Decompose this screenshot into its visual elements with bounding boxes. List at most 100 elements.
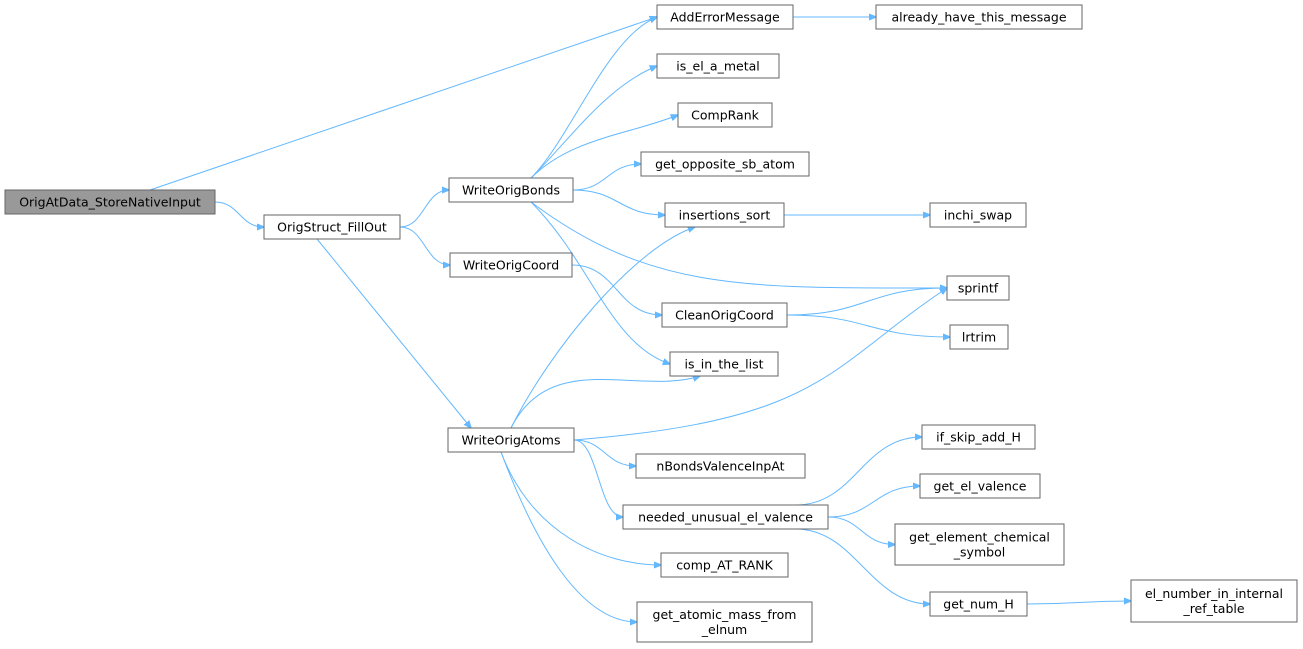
edge-line-atoms-to-inlist — [510, 376, 700, 429]
node-box-skipaddh[interactable] — [921, 424, 1036, 450]
node-box-adderr[interactable] — [656, 4, 794, 30]
edge-line-unusual-to-chemsym — [827, 516, 895, 545]
node-label-mass-0: get_atomic_mass_from — [653, 607, 797, 622]
edge-line-fillout-to-bonds — [399, 190, 449, 228]
node-label-chemsym-0: get_element_chemical — [909, 530, 1050, 545]
node-clean[interactable]: CleanOrigCoord — [661, 302, 788, 328]
edge-line-unusual-to-skipaddh — [795, 437, 923, 506]
node-box-elnum[interactable] — [1130, 579, 1298, 623]
node-coord[interactable]: WriteOrigCoord — [449, 252, 573, 278]
node-atoms[interactable]: WriteOrigAtoms — [447, 427, 575, 453]
node-elnum[interactable]: el_number_in_internal_ref_table — [1130, 579, 1298, 623]
edge-unusual-to-numh — [795, 528, 931, 604]
edge-atoms-to-unusual — [573, 439, 623, 517]
node-box-already[interactable] — [875, 4, 1083, 30]
node-label-atoms: WriteOrigAtoms — [462, 433, 561, 448]
edge-line-atoms-to-sprintf — [573, 288, 947, 441]
edge-bonds-to-sprintf — [530, 201, 947, 288]
node-box-bonds[interactable] — [448, 177, 574, 203]
node-ismetal[interactable]: is_el_a_metal — [656, 53, 780, 79]
edge-fillout-to-coord — [399, 226, 450, 265]
node-label-clean: CleanOrigCoord — [675, 308, 774, 323]
node-box-elval[interactable] — [919, 473, 1041, 499]
node-swap[interactable]: inchi_swap — [929, 202, 1027, 228]
node-box-swap[interactable] — [929, 202, 1027, 228]
node-box-clean[interactable] — [661, 302, 788, 328]
edge-line-root-to-fillout — [214, 201, 264, 227]
node-box-ismetal[interactable] — [656, 53, 780, 79]
node-label-adderr: AddErrorMessage — [670, 10, 780, 25]
node-label-sprintf: sprintf — [958, 281, 999, 296]
node-box-chemsym[interactable] — [894, 523, 1065, 566]
node-comprank[interactable]: CompRank — [677, 102, 773, 128]
edge-line-numh-to-elnum — [1026, 601, 1131, 604]
edge-coord-to-clean — [571, 264, 662, 315]
edge-unusual-to-chemsym — [827, 516, 895, 545]
node-box-fillout[interactable] — [263, 214, 401, 240]
node-box-mass[interactable] — [636, 601, 813, 643]
edge-line-clean-to-lrtrim — [786, 314, 950, 337]
node-box-atoms[interactable] — [447, 427, 575, 453]
node-already[interactable]: already_have_this_message — [875, 4, 1083, 30]
edge-line-bonds-to-ismetal — [530, 66, 657, 179]
node-sprintf[interactable]: sprintf — [946, 275, 1010, 301]
node-box-numh[interactable] — [929, 591, 1028, 617]
node-label-lrtrim: lrtrim — [962, 330, 996, 345]
edge-line-atoms-to-mass — [500, 451, 637, 622]
edge-line-unusual-to-elval — [827, 486, 920, 518]
edge-line-atoms-to-insort — [510, 227, 695, 429]
node-label-mass-1: _elnum — [701, 622, 747, 637]
node-mass[interactable]: get_atomic_mass_from_elnum — [636, 601, 813, 643]
node-inlist[interactable]: is_in_the_list — [669, 351, 779, 377]
node-box-sprintf[interactable] — [946, 275, 1010, 301]
node-label-elnum-0: el_number_in_internal — [1145, 586, 1283, 601]
edge-fillout-to-atoms — [316, 238, 471, 428]
edge-line-bonds-to-adderr — [530, 17, 657, 179]
node-unusual[interactable]: needed_unusual_el_valence — [622, 504, 829, 530]
node-box-comprank[interactable] — [677, 102, 773, 128]
edge-line-atoms-to-unusual — [573, 439, 623, 517]
node-box-root[interactable] — [4, 189, 216, 215]
node-box-opposite[interactable] — [640, 151, 810, 177]
edge-line-bonds-to-inlist — [530, 201, 670, 364]
node-label-already: already_have_this_message — [891, 10, 1066, 25]
edge-line-coord-to-clean — [571, 264, 662, 315]
node-numh[interactable]: get_num_H — [929, 591, 1028, 617]
node-fillout[interactable]: OrigStruct_FillOut — [263, 214, 401, 240]
node-elval[interactable]: get_el_valence — [919, 473, 1041, 499]
node-lrtrim[interactable]: lrtrim — [949, 324, 1009, 350]
edge-bonds-to-ismetal — [530, 66, 657, 179]
edge-bonds-to-adderr — [530, 17, 657, 179]
edge-numh-to-elnum — [1026, 601, 1131, 604]
edge-bonds-to-insort — [572, 189, 665, 215]
node-box-insort[interactable] — [664, 202, 785, 228]
edge-unusual-to-elval — [827, 486, 920, 518]
node-bonds[interactable]: WriteOrigBonds — [448, 177, 574, 203]
node-chemsym[interactable]: get_element_chemical_symbol — [894, 523, 1065, 566]
nodes-layer: OrigAtData_StoreNativeInputOrigStruct_Fi… — [4, 4, 1298, 643]
node-adderr[interactable]: AddErrorMessage — [656, 4, 794, 30]
node-label-root: OrigAtData_StoreNativeInput — [19, 195, 201, 210]
edge-line-unusual-to-numh — [795, 528, 931, 604]
node-comprankat[interactable]: comp_AT_RANK — [660, 552, 789, 578]
node-root[interactable]: OrigAtData_StoreNativeInput — [4, 189, 216, 215]
node-nbonds[interactable]: nBondsValenceInpAt — [635, 453, 806, 479]
node-box-inlist[interactable] — [669, 351, 779, 377]
node-box-unusual[interactable] — [622, 504, 829, 530]
node-label-insort: insertions_sort — [679, 208, 771, 223]
node-skipaddh[interactable]: if_skip_add_H — [921, 424, 1036, 450]
edge-line-atoms-to-nbonds — [573, 439, 636, 466]
node-box-comprankat[interactable] — [660, 552, 789, 578]
node-insort[interactable]: insertions_sort — [664, 202, 785, 228]
edge-fillout-to-bonds — [399, 190, 449, 228]
node-opposite[interactable]: get_opposite_sb_atom — [640, 151, 810, 177]
node-box-nbonds[interactable] — [635, 453, 806, 479]
node-label-elval: get_el_valence — [934, 479, 1027, 494]
node-label-ismetal: is_el_a_metal — [676, 59, 759, 74]
node-label-elnum-1: _ref_table — [1182, 601, 1244, 616]
edge-line-fillout-to-coord — [399, 226, 450, 265]
edge-line-clean-to-sprintf — [786, 288, 947, 316]
edge-root-to-adderr — [149, 17, 657, 191]
node-box-lrtrim[interactable] — [949, 324, 1009, 350]
node-box-coord[interactable] — [449, 252, 573, 278]
